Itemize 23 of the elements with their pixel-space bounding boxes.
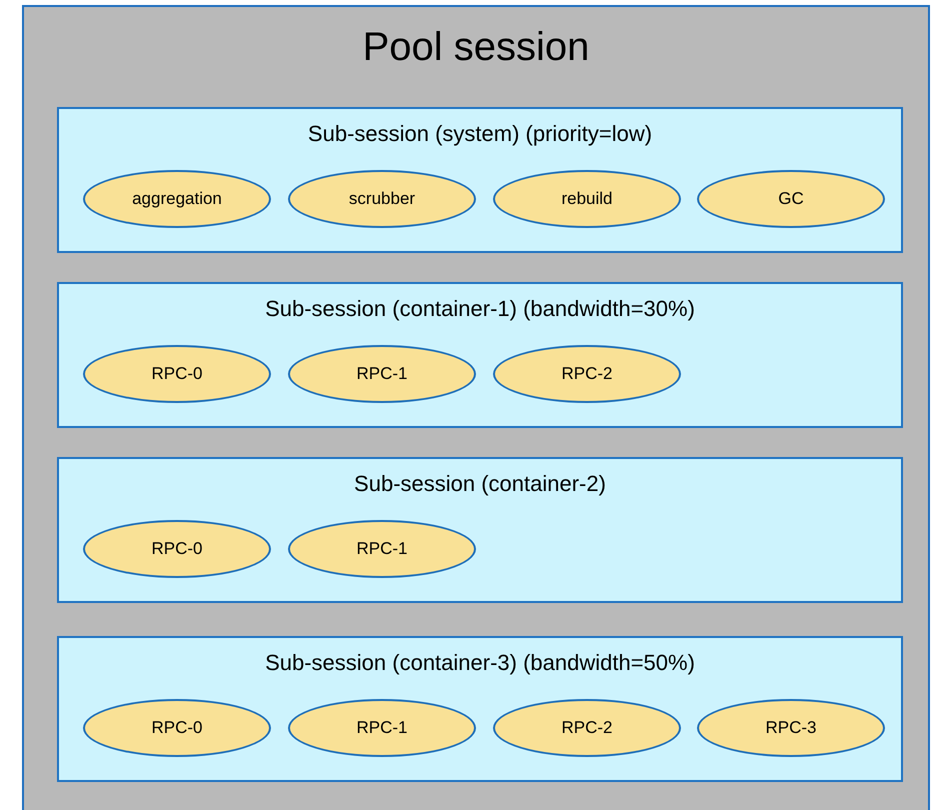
task-label: rebuild (561, 189, 613, 209)
box-title: Sub-session (container-3) (bandwidth=50%) (264, 650, 696, 676)
task-label: RPC-0 (151, 364, 202, 384)
sub-session-box (57, 457, 903, 603)
task-label: GC (778, 189, 804, 209)
task-label: RPC-3 (765, 718, 816, 738)
task-label: aggregation (132, 189, 222, 209)
sub-session-box (57, 636, 903, 782)
task-label: RPC-1 (356, 539, 408, 559)
box-title: Sub-session (container-2) (353, 471, 607, 497)
task-label: RPC-1 (356, 364, 408, 384)
task-label: RPC-2 (561, 718, 612, 738)
task-label: RPC-0 (151, 718, 202, 738)
task-label: scrubber (348, 189, 416, 209)
box-title: Sub-session (system) (priority=low) (306, 121, 654, 147)
task-label: RPC-1 (356, 718, 408, 738)
box-title: Sub-session (container-1) (bandwidth=30%) (264, 296, 696, 322)
pool-panel (22, 5, 930, 810)
panel-title: Pool session (362, 25, 590, 70)
sub-session-box (57, 282, 903, 428)
task-label: RPC-0 (151, 539, 202, 559)
sub-session-box (57, 107, 903, 253)
task-label: RPC-2 (561, 364, 612, 384)
